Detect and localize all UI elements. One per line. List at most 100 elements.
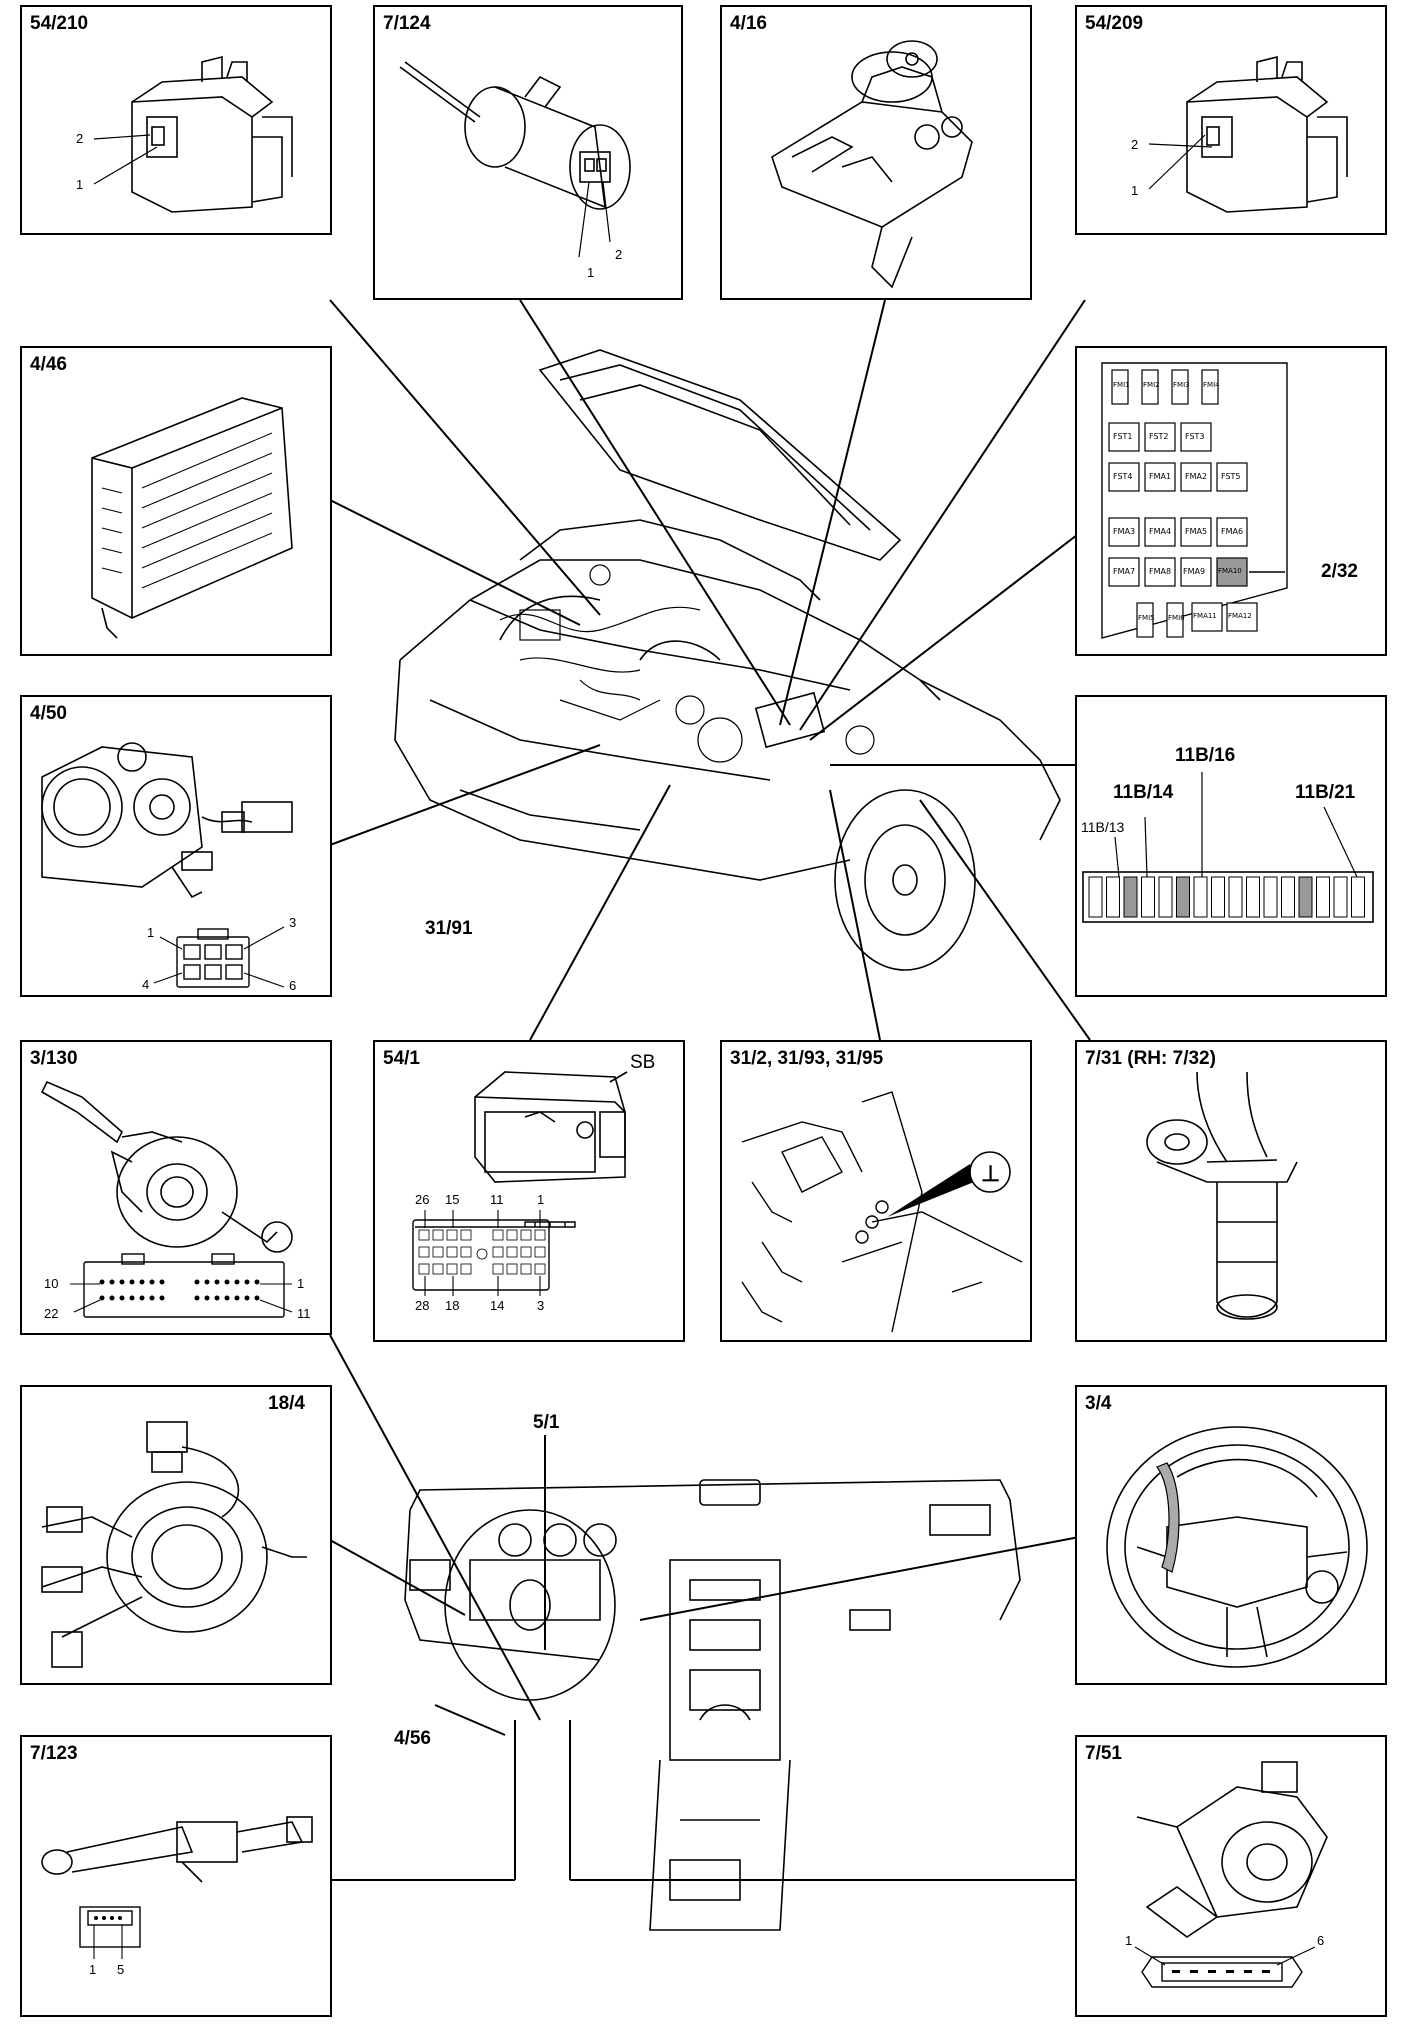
fuse-label: FMA8 [1149, 567, 1172, 576]
clockspring-18-4-drawing [41, 1421, 307, 1668]
terminal-slot [1106, 876, 1120, 918]
pin-label: 1 [587, 265, 595, 280]
fuse-label: FST4 [1113, 472, 1133, 481]
panel-3-130: 3/130 10 1 22 [20, 1040, 332, 1335]
terminal-slot [1281, 876, 1295, 918]
panel-11b-terminal-block: 11B/16 11B/14 11B/21 11B/13 [1075, 695, 1387, 997]
panel-18-4: 18/4 [20, 1385, 332, 1685]
panel-54-1: 54/1 SB 26 [373, 1040, 685, 1342]
fuse-label: FMA1 [1149, 472, 1172, 481]
fuse-label: FMA5 [1185, 527, 1208, 536]
terminal-label: 11B/16 [1175, 745, 1236, 766]
steering-switch-3-130-drawing [40, 1080, 293, 1318]
connector-54-1-drawing [412, 1071, 628, 1296]
fuse-label: FMA7 [1113, 567, 1136, 576]
ground-points-drawing [741, 1091, 1023, 1333]
terminal-label: 11B/13 [1081, 819, 1125, 835]
pin-label: 26 [415, 1192, 430, 1207]
panel-title: 4/50 [30, 703, 67, 724]
terminal-slot [1193, 876, 1208, 918]
pin-label: 22 [44, 1306, 59, 1321]
pin-label: 1 [76, 177, 84, 192]
fuse-label: FMA2 [1185, 472, 1208, 481]
panel-title: 3/4 [1085, 1393, 1112, 1414]
terminal-block-drawing [1082, 772, 1374, 923]
pin-label: 1 [89, 1962, 97, 1977]
panel-title: 54/209 [1085, 13, 1144, 34]
terminal-slot [1088, 876, 1103, 918]
pin-label: 1 [1125, 1933, 1133, 1948]
control-module-4-46-drawing [91, 397, 293, 639]
pin-label: 3 [537, 1298, 545, 1313]
pin-label: 1 [537, 1192, 545, 1207]
fuse-label: FMA11 [1193, 612, 1217, 620]
fuse-label: FMA12 [1228, 612, 1252, 620]
panel-title: 18/4 [268, 1393, 305, 1414]
panel-7-124: 7/124 1 2 [373, 5, 683, 300]
actuator-4-16-drawing [771, 40, 973, 289]
engine-bay-details [499, 564, 875, 763]
panel-title: 7/123 [30, 1743, 78, 1764]
terminal-slot [1246, 876, 1260, 918]
fuse-label: FMA9 [1183, 567, 1206, 576]
terminal-slot [1176, 876, 1190, 918]
pin-label: 14 [490, 1298, 505, 1313]
terminal-slot [1211, 876, 1225, 918]
panel-31-ground-points: 31/2, 31/93, 31/95 ⊥ [720, 1040, 1032, 1342]
terminal-label: 11B/14 [1113, 782, 1174, 803]
terminal-slot [1263, 876, 1278, 918]
panel-7-123: 7/123 1 5 [20, 1735, 332, 2017]
callout-31-91: 31/91 [425, 918, 473, 939]
pin-label: 18 [445, 1298, 460, 1313]
panel-4-50: 4/50 1 3 4 6 [20, 695, 332, 997]
sensor-7-124-drawing [399, 61, 631, 258]
fuse-label: FMA4 [1149, 527, 1172, 536]
panel-7-31: 7/31 (RH: 7/32) [1075, 1040, 1387, 1342]
fuse-label: FST5 [1221, 472, 1241, 481]
fuse-label: FMA3 [1113, 527, 1136, 536]
terminal-label: 11B/21 [1295, 782, 1356, 803]
panel-title: 54/210 [30, 13, 89, 34]
sensor-7-123-drawing [41, 1816, 313, 1959]
fuse-label: FST3 [1185, 432, 1205, 441]
panel-title: 7/51 [1085, 1743, 1122, 1764]
leader-lines [329, 299, 1091, 1881]
terminal-slot [1228, 876, 1243, 918]
fuse-label: FMI1 [1113, 381, 1130, 389]
fuse-label: FMI6 [1168, 614, 1185, 622]
pin-label: 2 [76, 131, 84, 146]
terminal-slot [1333, 876, 1348, 918]
terminal-slot [1141, 876, 1155, 918]
fuse-label: FMA10 [1218, 567, 1242, 575]
ground-symbol: ⊥ [981, 1161, 1001, 1186]
fuse-label: FMI4 [1203, 381, 1220, 389]
callout-5-1: 5/1 [533, 1412, 560, 1433]
panel-title: 7/31 (RH: 7/32) [1085, 1048, 1216, 1069]
panel-title: 54/1 [383, 1048, 420, 1069]
panel-title: 4/16 [730, 13, 767, 34]
panel-fuse-box-2-32: FMI1 FMI2 FMI3 FMI4 FST1 FST2 FST3 FST4 … [1075, 346, 1387, 656]
fuse-label: FMI5 [1138, 614, 1155, 622]
panel-title: 31/2, 31/93, 31/95 [730, 1048, 884, 1069]
fuse-box-drawing [1101, 362, 1288, 639]
pin-label: 3 [289, 915, 297, 930]
steering-wheel-3-4-drawing [1106, 1426, 1368, 1668]
pin-label: 1 [297, 1276, 305, 1291]
panel-3-4: 3/4 [1075, 1385, 1387, 1685]
panel-title: 4/46 [30, 354, 67, 375]
pin-label: 28 [415, 1298, 430, 1313]
throttle-4-50-drawing [41, 742, 293, 988]
pin-label: 11 [490, 1192, 504, 1207]
terminal-slot [1316, 876, 1330, 918]
terminal-slot [1123, 876, 1138, 918]
panel-54-209: 54/209 2 1 [1075, 5, 1387, 235]
dashboard [404, 1479, 1021, 1931]
fuse-label: FMI2 [1143, 381, 1160, 389]
fuse-label: FMA6 [1221, 527, 1244, 536]
terminal-slot [1298, 876, 1313, 918]
pin-label: 10 [44, 1276, 59, 1291]
pin-label: 6 [289, 978, 297, 993]
pin-label: 4 [142, 977, 150, 992]
